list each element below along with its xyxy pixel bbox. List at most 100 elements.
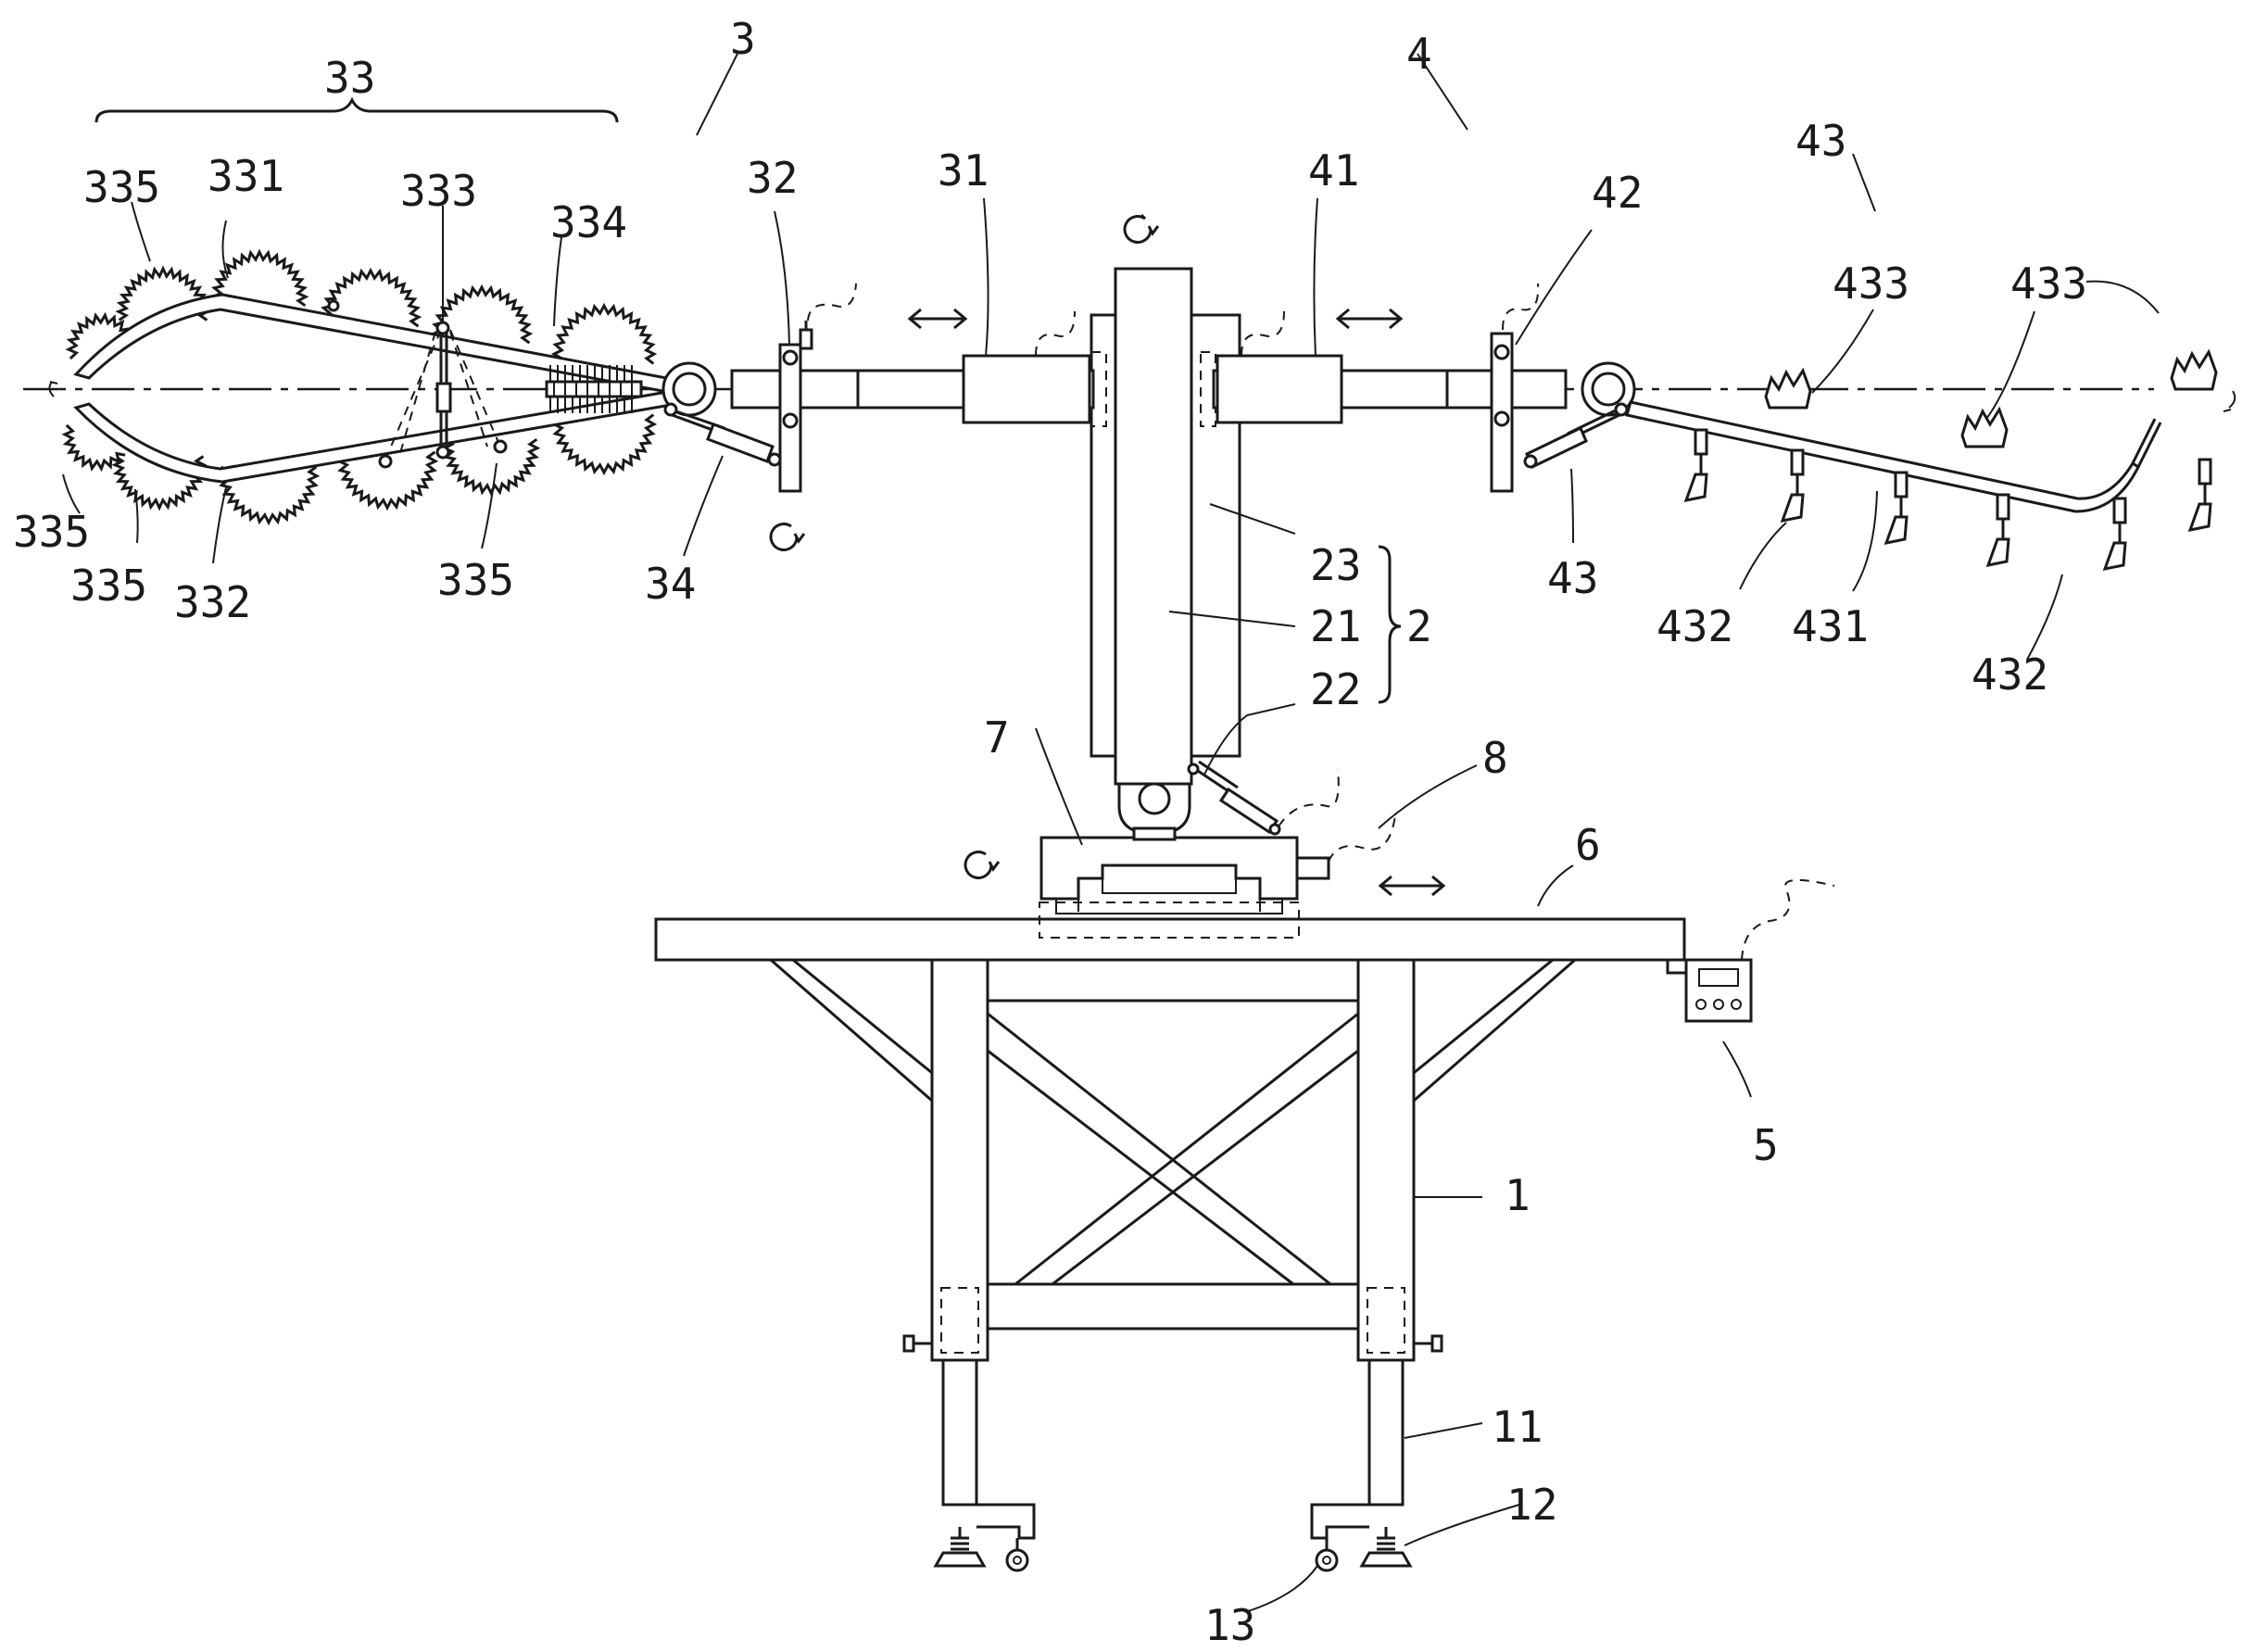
label-42: 42 (1592, 168, 1643, 218)
label-431: 431 (1792, 601, 1869, 651)
label-41: 41 (1308, 145, 1359, 195)
label-335-top: 335 (83, 162, 160, 212)
reference-labels: 33 3 4 43 335 331 333 334 32 31 41 42 43… (13, 14, 2087, 1650)
x-bracing (987, 1012, 1359, 1286)
left-caster-wheel-icon (1005, 1538, 1029, 1572)
label-11: 11 (1492, 1402, 1543, 1452)
table-top-6 (654, 917, 1686, 962)
label-33: 33 (324, 53, 375, 103)
label-22: 22 (1310, 664, 1361, 714)
claw-icon (2170, 348, 2218, 391)
hinge-pin (1138, 782, 1171, 815)
label-43-low: 43 (1547, 553, 1598, 603)
label-23: 23 (1310, 540, 1361, 590)
claw-icon (1764, 367, 1812, 410)
label-331: 331 (208, 151, 284, 201)
label-332: 332 (174, 577, 251, 627)
label-5: 5 (1753, 1120, 1779, 1170)
right-slider-41 (1216, 354, 1343, 424)
label-34: 34 (645, 559, 696, 609)
claw-icon (1883, 471, 1909, 545)
right-arm-4 (1212, 332, 1568, 493)
label-32: 32 (747, 153, 798, 203)
axis-end-curl-right (2223, 390, 2236, 412)
right-caster-bracket (1310, 1503, 1369, 1540)
label-335-left: 335 (13, 507, 90, 557)
right-cylinder-43 (1523, 402, 1629, 470)
label-13: 13 (1204, 1600, 1255, 1650)
saw-blade-icon (65, 311, 130, 360)
column-2 (1090, 267, 1281, 841)
side-braces (770, 958, 1576, 1103)
double-arrow-icon (1335, 308, 1404, 330)
label-3: 3 (730, 14, 756, 64)
slide-carriage (1039, 836, 1299, 901)
leader-lines (62, 53, 2160, 1613)
saw-head-33 (61, 248, 782, 526)
left-screw-foot-12 (933, 1527, 987, 1568)
label-12: 12 (1506, 1480, 1557, 1530)
axis-end-curl-left (48, 381, 58, 397)
saw-blade-icon (550, 413, 658, 476)
claw-icon (1985, 493, 2010, 567)
slide-base-7 (1039, 836, 1330, 939)
rotation-arrow-icon (1123, 213, 1160, 244)
label-4: 4 (1406, 29, 1432, 79)
frame-1 (654, 917, 1686, 1572)
double-arrow-icon (1378, 875, 1446, 897)
label-432-a: 432 (1657, 601, 1733, 651)
claw-icons (1683, 348, 2218, 571)
label-21: 21 (1310, 601, 1361, 651)
left-arm-3 (730, 321, 1095, 493)
label-2: 2 (1406, 601, 1432, 651)
left-lock-knob (902, 1334, 932, 1353)
lower-crossbar (986, 1282, 1360, 1330)
claw-icon (1683, 428, 1708, 502)
label-433-a: 433 (1833, 259, 1909, 309)
label-8: 8 (1482, 733, 1508, 783)
control-box-5 (1666, 958, 1753, 1023)
label-335-bottom-left: 335 (70, 561, 147, 611)
label-43-top: 43 (1795, 116, 1846, 166)
label-333: 333 (400, 166, 477, 216)
brace-2 (1378, 545, 1402, 704)
right-screw-foot-12 (1359, 1527, 1413, 1568)
right-extension-leg-11 (1367, 1358, 1405, 1507)
right-lock-knob (1414, 1334, 1443, 1353)
claw-icon (1780, 448, 1805, 523)
left-sleeve (940, 1287, 979, 1354)
saw-blade-icon (335, 450, 439, 511)
hinge-foot (1132, 826, 1177, 841)
rotation-arrow-icon (964, 851, 1001, 879)
rotation-arrow-icon (769, 523, 806, 551)
tilt-cylinder-22 (1187, 760, 1281, 836)
cable-icons (807, 283, 1835, 961)
saw-blade-icon (441, 437, 541, 497)
left-extension-leg-11 (941, 1358, 978, 1507)
label-1: 1 (1505, 1170, 1531, 1220)
saw-blade-icon (209, 248, 309, 308)
right-caster-wheel-icon (1315, 1538, 1339, 1572)
motion-symbols (48, 213, 2236, 897)
right-sleeve (1367, 1287, 1405, 1354)
claw-icon (2102, 497, 2127, 571)
support-rods-333 (327, 299, 508, 469)
saw-blade-icon (430, 284, 534, 345)
boom-431 (1625, 400, 2140, 513)
label-433-b: 433 (2010, 259, 2087, 309)
label-432-b: 432 (1972, 649, 2048, 700)
brace-33 (94, 96, 619, 123)
saw-blade-icon (319, 267, 422, 328)
slide-rail (1039, 902, 1300, 939)
label-335-bottom: 335 (437, 555, 514, 605)
label-6: 6 (1575, 820, 1601, 870)
spring-334 (545, 365, 643, 413)
label-334: 334 (550, 197, 627, 247)
claw-icon (1960, 406, 2009, 448)
label-31: 31 (938, 145, 989, 195)
left-caster-bracket (976, 1503, 1036, 1540)
saw-blade-icon (61, 423, 126, 473)
claw-head-43 (1523, 348, 2218, 571)
left-slider-31 (962, 354, 1091, 424)
